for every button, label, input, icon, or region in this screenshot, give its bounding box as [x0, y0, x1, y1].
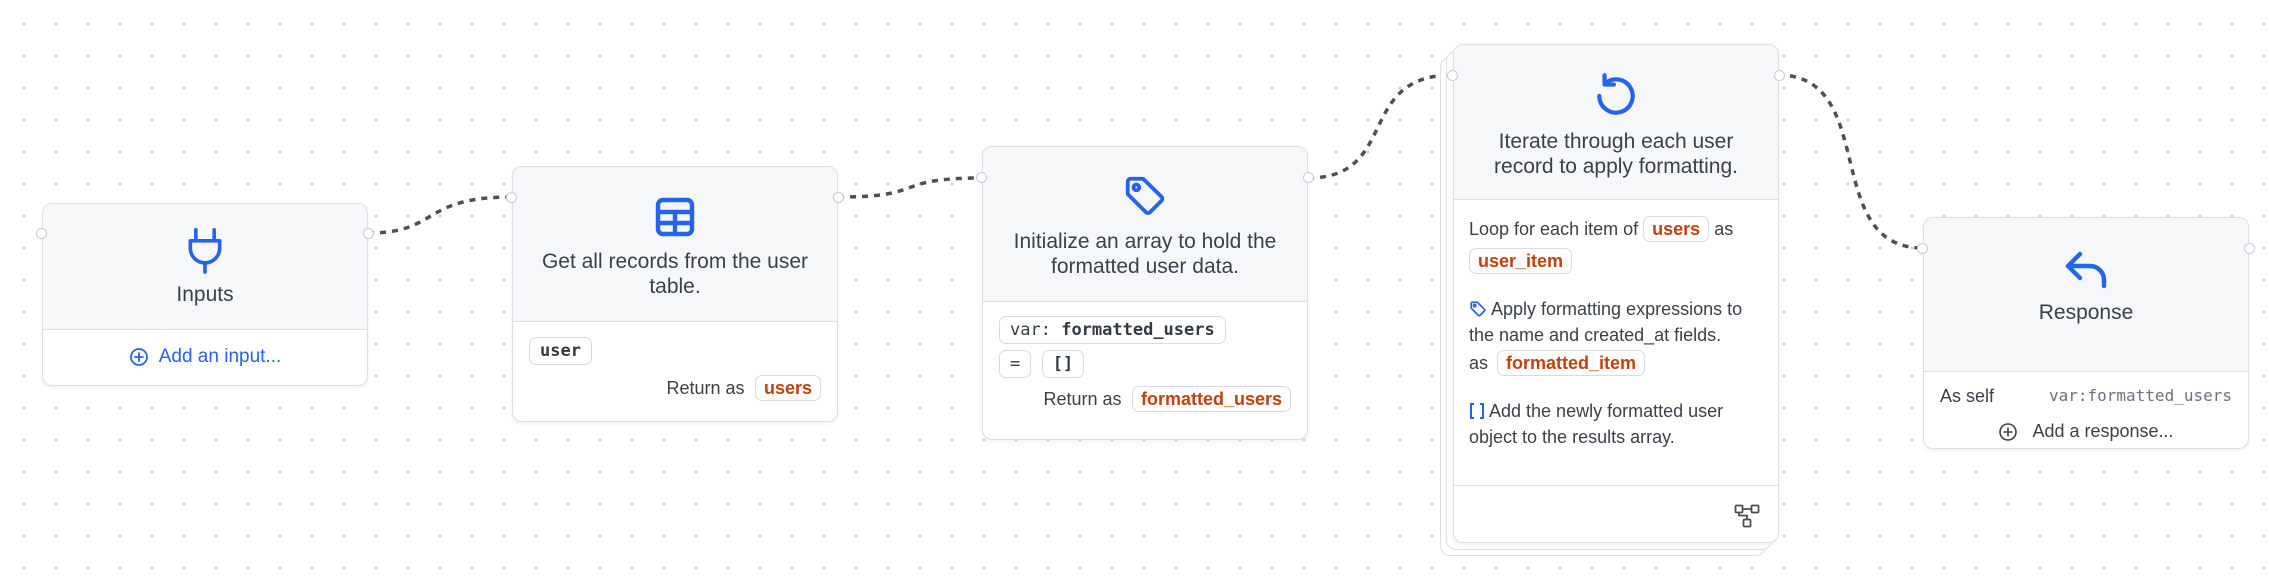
input-handle[interactable] — [976, 172, 987, 183]
add-response-button[interactable]: Add a response... — [1924, 421, 2248, 442]
add-input-button[interactable]: Add an input... — [43, 330, 367, 384]
as-self-label: As self — [1940, 386, 1995, 406]
loop-source-variable[interactable]: users — [1643, 216, 1710, 242]
brackets-icon — [1470, 403, 1484, 419]
return-variable[interactable]: users — [754, 375, 821, 401]
input-handle[interactable] — [36, 228, 47, 239]
edge-loop-to-response — [1777, 73, 1924, 250]
as-label: as — [1714, 219, 1734, 239]
var-name: formatted_users — [1061, 320, 1215, 340]
var-prefix: var: — [1010, 320, 1051, 340]
loop-icon — [1597, 73, 1635, 115]
return-prefix: Return as — [666, 378, 745, 398]
output-handle[interactable] — [363, 228, 374, 239]
plus-circle-icon — [129, 348, 148, 366]
table-icon — [655, 197, 695, 237]
loop-definition: Loop for each item of users as user_item — [1469, 216, 1764, 274]
response-node[interactable]: Response As self var:formatted_users Add… — [1917, 217, 2255, 449]
node-title: Response — [2038, 301, 2134, 324]
input-handle[interactable] — [1917, 243, 1928, 254]
get-records-node[interactable]: Get all records from the user table. use… — [506, 166, 844, 422]
loop-node[interactable]: Iterate through each user record to appl… — [1447, 44, 1785, 543]
tag-icon — [1470, 301, 1486, 317]
return-prefix: Return as — [1043, 389, 1122, 409]
node-title: Initialize an array to hold the formatte… — [1013, 230, 1277, 278]
tag-icon — [1125, 176, 1165, 215]
input-handle[interactable] — [1447, 70, 1458, 81]
inputs-node[interactable]: Inputs Add an input... — [36, 203, 374, 386]
step-text: Add the newly formatted user object to t… — [1469, 401, 1724, 447]
table-pill[interactable]: user — [529, 337, 592, 365]
equals-pill: = — [999, 350, 1032, 378]
edge-init-to-loop — [1307, 73, 1454, 180]
node-title: Get all records from the user table. — [541, 250, 809, 298]
add-input-label: Add an input... — [158, 346, 282, 367]
as-label: as — [1469, 353, 1489, 373]
step-text: Apply formatting expressions to the name… — [1469, 299, 1743, 345]
init-array-node[interactable]: Initialize an array to hold the formatte… — [976, 146, 1314, 440]
loop-prefix: Loop for each item of — [1469, 219, 1639, 239]
return-variable[interactable]: formatted_users — [1131, 386, 1291, 412]
plus-circle-icon — [1999, 422, 2018, 441]
loop-footer — [1454, 485, 1778, 542]
variable-pill[interactable]: var: formatted_users — [999, 316, 1226, 344]
branch-icon[interactable] — [1734, 504, 1760, 528]
edge-get-records-to-init — [837, 176, 983, 199]
output-handle[interactable] — [2244, 243, 2255, 254]
output-handle[interactable] — [1303, 172, 1314, 183]
value-pill[interactable]: [] — [1041, 350, 1085, 378]
node-title: Inputs — [176, 283, 234, 306]
output-handle[interactable] — [1774, 70, 1785, 81]
edge-inputs-to-get-records — [367, 195, 513, 235]
loop-step-append[interactable]: Add the newly formatted user object to t… — [1469, 398, 1764, 450]
input-handle[interactable] — [506, 192, 517, 203]
loop-step-format[interactable]: Apply formatting expressions to the name… — [1469, 296, 1764, 376]
node-title: Iterate through each user record to appl… — [1494, 130, 1738, 178]
output-handle[interactable] — [833, 192, 844, 203]
add-response-label: Add a response... — [2032, 421, 2174, 441]
step-return-variable[interactable]: formatted_item — [1497, 350, 1646, 376]
reply-icon — [2065, 251, 2107, 289]
loop-item-variable[interactable]: user_item — [1469, 248, 1573, 274]
plug-icon — [188, 227, 222, 274]
response-value[interactable]: var:formatted_users — [2048, 386, 2232, 405]
